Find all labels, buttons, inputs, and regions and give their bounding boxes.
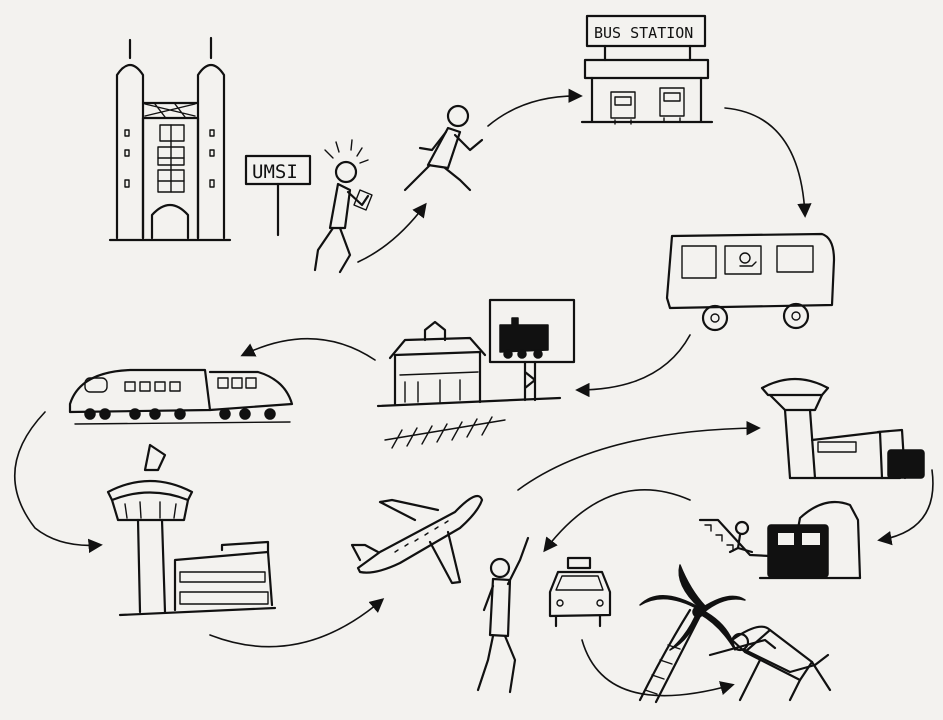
arrow-student-to-runner bbox=[357, 202, 427, 263]
arrow-bus-to-train-station bbox=[575, 334, 691, 398]
arrow-airport-to-airplane bbox=[209, 598, 385, 648]
arrow-taxi-to-beach bbox=[581, 639, 735, 697]
arrow-runner-to-bus-station bbox=[487, 88, 583, 127]
destination-airport-icon bbox=[760, 378, 925, 480]
taxi-icon bbox=[548, 556, 612, 628]
student-reading-icon bbox=[313, 139, 373, 274]
arrow-train-station-to-train bbox=[240, 337, 376, 361]
beach-chair-person-icon bbox=[708, 625, 832, 702]
arrow-train-to-airport bbox=[14, 411, 103, 554]
escalator-person-icon bbox=[698, 518, 772, 558]
airplane-icon bbox=[350, 494, 484, 585]
palm-tree-icon bbox=[638, 564, 746, 704]
bus-icon bbox=[665, 232, 836, 332]
train-billboard-icon bbox=[488, 298, 576, 402]
arrow-destination-to-arrival bbox=[877, 469, 934, 546]
arrow-bus-station-to-bus bbox=[724, 107, 812, 218]
running-person-icon bbox=[403, 104, 484, 192]
bus-station-sign-text: BUS STATION bbox=[594, 24, 693, 42]
bus-station-icon: BUS STATION bbox=[580, 14, 714, 125]
arrow-arrival-to-person bbox=[543, 488, 691, 553]
university-building-icon bbox=[108, 36, 232, 242]
waving-person-icon bbox=[476, 536, 530, 694]
airport-tower-icon bbox=[106, 443, 277, 617]
train-icon bbox=[68, 368, 294, 425]
flow-arrows bbox=[14, 88, 934, 697]
umsi-sign-text: UMSI bbox=[252, 161, 298, 183]
train-station-icon bbox=[376, 320, 562, 449]
arrival-train-icon bbox=[758, 500, 862, 580]
arrow-plane-to-destination bbox=[517, 420, 761, 491]
umsi-sign-icon: UMSI bbox=[244, 154, 312, 237]
